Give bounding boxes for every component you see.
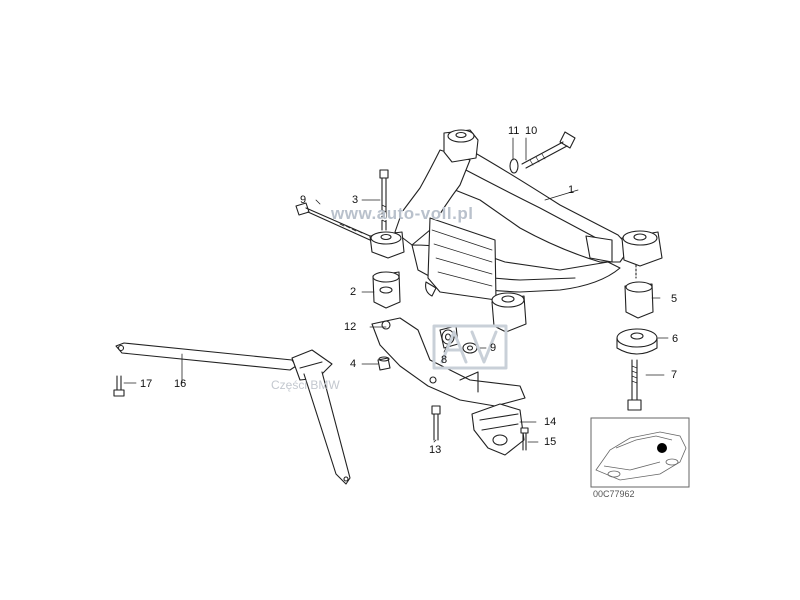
bolt-13: [431, 405, 441, 441]
callout-9-lower: 9: [490, 342, 497, 354]
parts-watermark: Części BMW: [271, 378, 340, 392]
highlight-dot: [657, 443, 667, 453]
bolt-3: [379, 169, 389, 231]
callout-3: 3: [352, 194, 359, 206]
callout-2: 2: [350, 286, 357, 298]
rubber-mount-right-top: [621, 230, 663, 279]
washer-9: [462, 342, 478, 354]
diagram-reference-code: 00C77962: [593, 489, 635, 499]
callout-leader-lines: [123, 137, 669, 443]
strut-brace-16: [115, 342, 351, 485]
callout-10: 10: [525, 125, 538, 137]
hex-bolt-long: [295, 202, 371, 241]
rubber-bushing-5: [624, 281, 654, 319]
callout-13: 13: [429, 444, 442, 456]
rubber-bushing-2: [372, 271, 401, 309]
av-logo-watermark: [432, 324, 508, 370]
callout-9-upper: 9: [300, 194, 307, 206]
callout-7: 7: [671, 369, 678, 381]
callout-11: 11: [508, 125, 520, 137]
callout-1: 1: [568, 184, 575, 196]
callout-17: 17: [140, 378, 153, 390]
vehicle-location-thumbnail: [590, 417, 690, 488]
bolt-7: [627, 359, 642, 411]
rear-axle-carrier: [394, 129, 631, 301]
callout-14: 14: [544, 416, 557, 428]
rubber-mount-left-top: [369, 231, 405, 259]
support-bracket-14: [471, 403, 525, 456]
callout-15: 15: [544, 436, 557, 448]
callout-4: 4: [350, 358, 357, 370]
rubber-mount-center: [491, 292, 527, 333]
bolt-17: [113, 375, 125, 397]
bolt-10: [509, 131, 576, 174]
bolt-15: [520, 427, 529, 451]
callout-12: 12: [344, 321, 357, 333]
callout-6: 6: [672, 333, 679, 345]
washer-11: [509, 158, 519, 174]
nut-4: [377, 356, 391, 371]
bracket-12: [371, 317, 526, 407]
callout-8: 8: [441, 354, 448, 366]
rubber-buffer-6: [616, 328, 658, 355]
callout-16: 16: [174, 378, 187, 390]
callout-5: 5: [671, 293, 678, 305]
site-watermark: www.auto-voll.pl: [331, 204, 474, 223]
